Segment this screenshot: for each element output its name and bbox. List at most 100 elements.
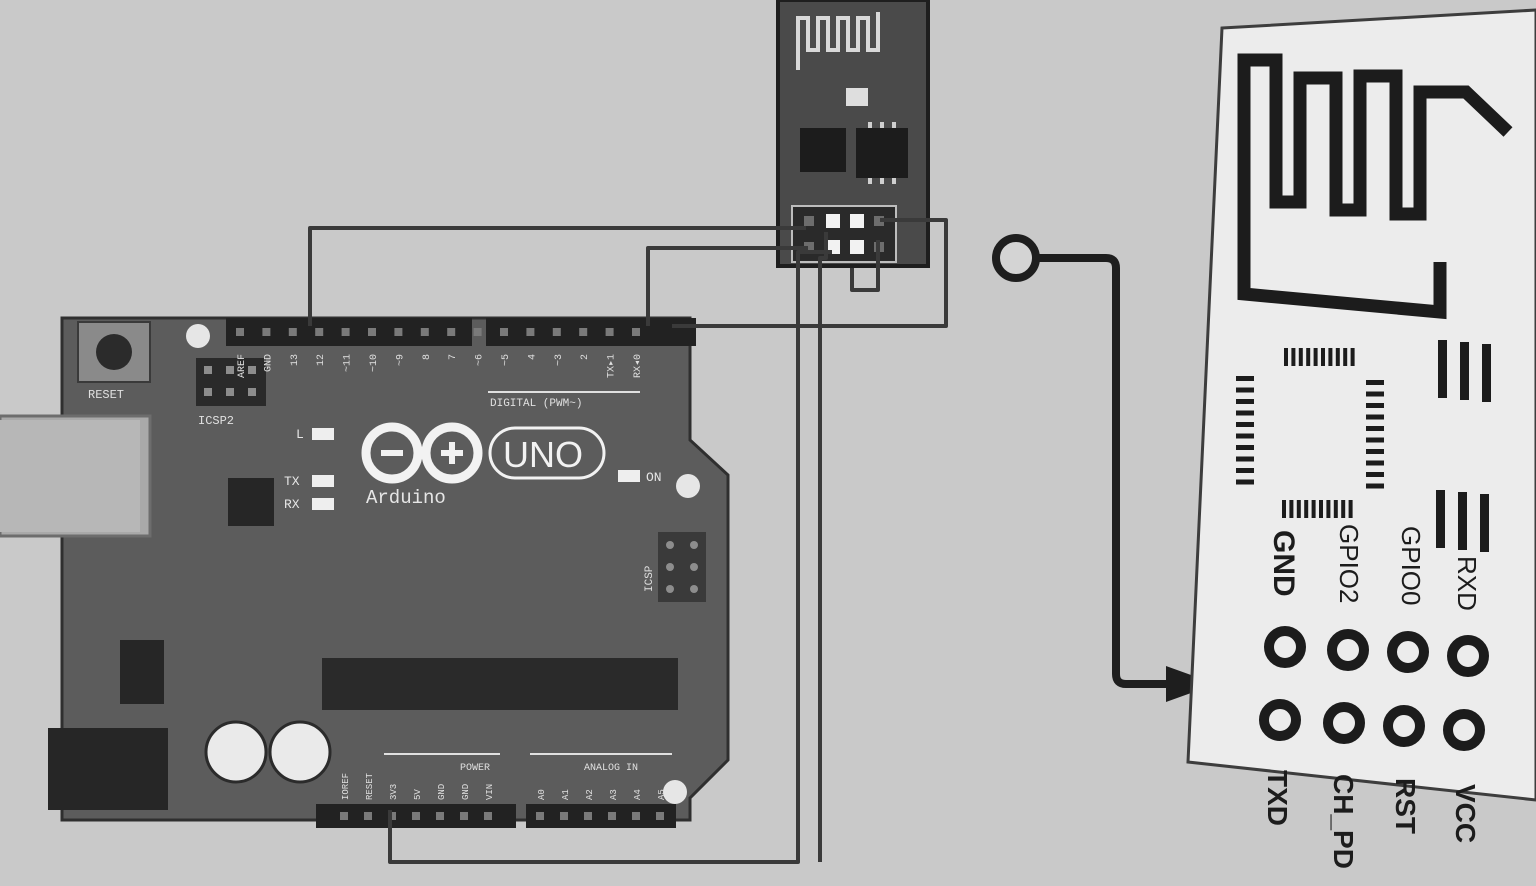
pin-rxd <box>1447 635 1489 677</box>
digital-pin-label: ~5 <box>501 354 512 366</box>
digital-pin <box>473 328 482 336</box>
pinout-card: GND GPIO2 GPIO0 RXD TXD CH_PD RST VCC <box>1186 8 1536 869</box>
power-pin <box>436 812 444 820</box>
power-pin <box>340 812 348 820</box>
label-rst: RST <box>1390 778 1421 834</box>
card-pin-labels: GND GPIO2 GPIO0 RXD TXD CH_PD RST VCC <box>1262 524 1482 869</box>
power-pin-label: VIN <box>485 784 495 800</box>
module-flash-chip <box>856 128 908 178</box>
pin-gnd <box>1264 626 1306 668</box>
card-pin-holes <box>1259 626 1489 751</box>
uno-badge <box>488 426 606 480</box>
icsp2-label: ICSP2 <box>198 414 234 428</box>
brand-name: Arduino <box>366 487 446 509</box>
led-on-label: ON <box>646 470 662 485</box>
wire-tx <box>646 246 808 326</box>
power-label: POWER <box>460 763 490 774</box>
power-pin-label: RESET <box>365 772 375 800</box>
pin-vcc <box>1443 709 1485 751</box>
usb-chip <box>228 478 274 526</box>
board-name: UNO <box>503 434 583 475</box>
capacitor <box>204 720 268 784</box>
mounting-hole <box>663 780 687 804</box>
analog-pin <box>632 812 640 820</box>
led-tx-label: TX <box>284 474 300 489</box>
label-txd: TXD <box>1262 770 1293 826</box>
wire-gnd <box>308 226 806 326</box>
led-rx-label: RX <box>284 497 300 512</box>
led-tx <box>312 475 334 487</box>
power-jack <box>48 728 168 810</box>
digital-pin <box>552 328 561 336</box>
power-pin-label: IOREF <box>341 773 351 800</box>
power-pin <box>460 812 468 820</box>
digital-pin <box>288 328 297 336</box>
capacitor <box>268 720 332 784</box>
module-antenna-trace <box>796 12 880 70</box>
digital-pin-label: 8 <box>422 354 433 360</box>
icsp2-header: ICSP2 <box>196 358 266 428</box>
label-ch-pd: CH_PD <box>1328 774 1359 869</box>
card-antenna-trace <box>1237 53 1513 262</box>
digital-pin-label: 12 <box>316 354 327 366</box>
power-pin <box>412 812 420 820</box>
pin-rst <box>1383 705 1425 747</box>
label-vcc: VCC <box>1450 784 1481 843</box>
card-chip-footprint <box>1236 348 1384 518</box>
digital-pin <box>500 328 508 336</box>
digital-pin <box>368 328 376 336</box>
digital-pin <box>447 328 456 336</box>
mounting-hole <box>676 474 700 498</box>
analog-pin <box>656 812 664 820</box>
power-pin-label: GND <box>437 784 447 800</box>
module-chip <box>800 128 846 172</box>
analog-pin <box>608 812 616 820</box>
led-l <box>312 428 334 440</box>
module-component <box>846 88 868 106</box>
led-on <box>618 470 640 482</box>
digital-pin <box>605 328 614 336</box>
analog-pin-label: A5 <box>657 789 667 800</box>
digital-pin-label: ~10 <box>369 354 380 372</box>
digital-pin-label: ~6 <box>475 354 486 366</box>
analog-label: ANALOG IN <box>584 763 638 774</box>
icsp-header: ICSP <box>644 532 706 602</box>
onboard-leds: L TX RX ON <box>284 427 662 512</box>
digital-pin <box>632 328 640 336</box>
digital-label: DIGITAL (PWM~) <box>490 398 582 410</box>
led-l-label: L <box>296 427 304 442</box>
digital-pin-label: ~3 <box>554 354 565 366</box>
arduino-logo: UNO Arduino <box>361 422 606 509</box>
callout-origin <box>992 234 1040 282</box>
led-rx <box>312 498 334 510</box>
pin-ch-pd <box>1323 702 1365 744</box>
connection-wires <box>308 218 948 864</box>
wire-gpio <box>850 240 880 292</box>
reset-button: RESET <box>77 321 151 402</box>
digital-pin <box>394 328 403 336</box>
digital-pin-label: AREF <box>237 354 248 378</box>
digital-pin-label: 2 <box>580 354 591 360</box>
digital-pin <box>315 328 324 336</box>
microcontroller-chip <box>322 658 678 710</box>
analog-pin-label: A3 <box>609 789 619 800</box>
power-pin-label: GND <box>461 784 471 800</box>
analog-pin-label: A4 <box>633 789 643 800</box>
mounting-hole <box>186 324 210 348</box>
analog-pin-label: A1 <box>561 789 571 800</box>
analog-pin <box>560 812 568 820</box>
digital-pin <box>579 328 588 336</box>
power-pin-label: 5V <box>413 789 423 800</box>
analog-pin-label: A2 <box>585 789 595 800</box>
pin-txd <box>1259 699 1301 741</box>
label-rxd: RXD <box>1452 556 1482 611</box>
reset-label: RESET <box>88 388 124 402</box>
wire-power <box>388 250 832 864</box>
icsp-label: ICSP <box>644 565 656 592</box>
digital-pin-label: ~9 <box>395 354 406 366</box>
